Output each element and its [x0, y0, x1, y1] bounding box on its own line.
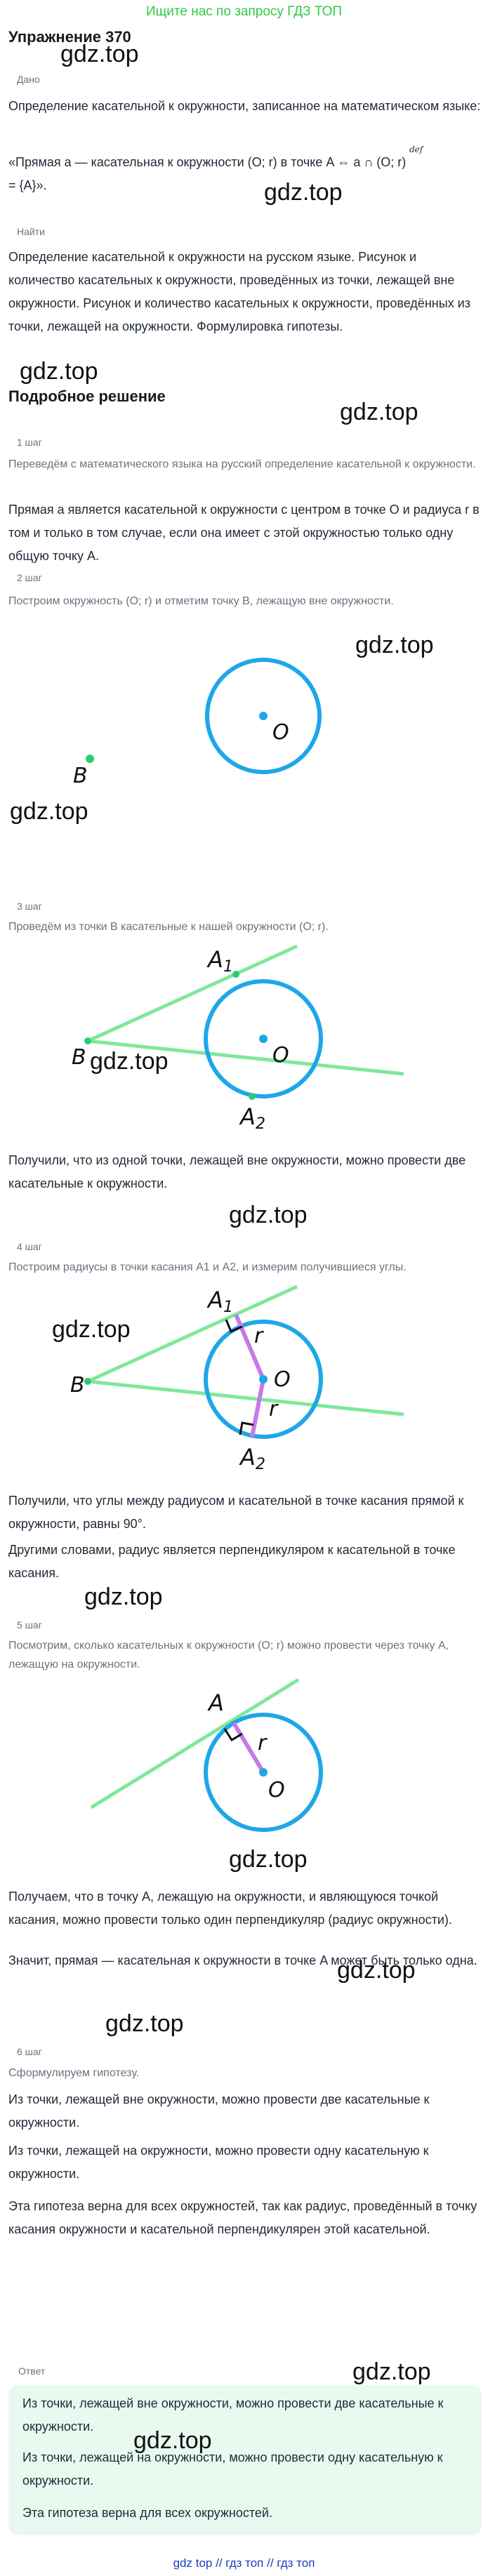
- given-formula: «Прямая a — касательная к окружности (O;…: [8, 155, 407, 192]
- step1-text: Прямая a является касательной к окружнос…: [8, 503, 480, 563]
- a1-sub: 1: [223, 1299, 233, 1316]
- tangent-point-a1: [232, 971, 239, 978]
- point-b-label: B: [73, 764, 88, 788]
- tangent-line-2: [87, 1039, 404, 1076]
- search-hint-link[interactable]: Ищите нас по запросу ГДЗ ТОП: [145, 4, 343, 19]
- watermark: gdz.top: [10, 798, 88, 825]
- watermark: gdz.top: [229, 1846, 308, 1873]
- step6-text3: Эта гипотеза верна для всех окружностей,…: [8, 2199, 477, 2236]
- given-text: Определение касательной к окружности, за…: [8, 99, 481, 113]
- circle: [204, 1713, 323, 1832]
- watermark: gdz.top: [133, 2427, 212, 2454]
- exercise-title: Упражнение 370: [8, 28, 131, 46]
- step5-hint: Посмотрим, сколько касательных к окружно…: [8, 1640, 449, 1671]
- a1-label: A: [206, 1287, 223, 1313]
- watermark: gdz.top: [60, 41, 139, 67]
- step4-hint: Построим радиусы в точки касания A1 и A2…: [8, 1261, 407, 1273]
- a2-sub: 2: [256, 1115, 265, 1133]
- step6-text2: Из точки, лежащей на окружности, можно п…: [8, 2144, 429, 2181]
- tangent-line-1: [86, 1284, 298, 1383]
- given-label: Дано: [17, 74, 40, 85]
- tangent-point-a2: [249, 1093, 256, 1100]
- center-label: O: [272, 1043, 289, 1068]
- step6-hint: Сформулируем гипотезу.: [8, 2067, 140, 2079]
- circle: [204, 1320, 323, 1439]
- step6-text1: Из точки, лежащей вне окружности, можно …: [8, 2092, 430, 2130]
- figure-one-tangent: O r A: [90, 1678, 323, 1832]
- def-mark: def: [409, 145, 423, 154]
- right-angle-mark: [223, 1728, 243, 1742]
- a2-label: A: [239, 1103, 256, 1130]
- solution-title: Подробное решение: [8, 387, 166, 405]
- a2-label: A: [239, 1444, 256, 1470]
- point-b-dot: [86, 755, 94, 763]
- radius-2: [250, 1379, 265, 1438]
- figure-two-tangents: O B A 1 A 2: [72, 944, 404, 1133]
- step4-label: 4 шаг: [17, 1241, 42, 1252]
- radius-label-1: r: [254, 1324, 264, 1348]
- watermark: gdz.top: [105, 2010, 184, 2037]
- step1-label: 1 шаг: [17, 437, 42, 448]
- point-b-dot: [84, 1037, 91, 1044]
- step5-text1: Получаем, что в точку A, лежащую на окру…: [8, 1890, 452, 1927]
- find-text: Определение касательной к окружности на …: [8, 250, 470, 333]
- answer-text3: Эта гипотеза верна для всех окружностей.: [22, 2506, 272, 2520]
- watermark: gdz.top: [90, 1048, 169, 1075]
- right-angle-mark-1: [225, 1319, 243, 1333]
- step2-hint: Построим окружность (O; r) и отметим точ…: [8, 595, 394, 607]
- answer-label: Ответ: [18, 2365, 46, 2377]
- a-label: A: [207, 1689, 224, 1716]
- a2-sub: 2: [256, 1456, 265, 1473]
- tangent-line-1: [86, 944, 298, 1043]
- step3-text: Получили, что из одной точки, лежащей вн…: [8, 1153, 466, 1190]
- point-b-label: B: [72, 1045, 86, 1070]
- figure-circle-and-point: O B: [73, 658, 322, 788]
- radius-1: [234, 1313, 265, 1381]
- footer-links[interactable]: gdz top // гдз топ // гдз топ: [173, 2556, 315, 2570]
- watermark: gdz.top: [20, 358, 98, 385]
- step2-label: 2 шаг: [17, 572, 42, 583]
- step5-label: 5 шаг: [17, 1619, 42, 1631]
- find-label: Найти: [17, 226, 45, 237]
- step6-label: 6 шаг: [17, 2046, 42, 2057]
- center-dot: [259, 1375, 268, 1383]
- tangent-line: [90, 1678, 300, 1810]
- watermark: gdz.top: [340, 399, 418, 425]
- watermark: gdz.top: [52, 1316, 131, 1343]
- answer-text2: Из точки, лежащей на окружности, можно п…: [22, 2450, 443, 2488]
- center-label: O: [272, 720, 289, 745]
- step3-label: 3 шаг: [17, 901, 42, 912]
- circle: [204, 979, 323, 1098]
- watermark: gdz.top: [337, 1957, 416, 1984]
- center-dot: [259, 1768, 268, 1777]
- watermark: gdz.top: [264, 179, 343, 206]
- watermark: gdz.top: [229, 1202, 308, 1228]
- point-b-dot: [84, 1378, 91, 1385]
- circle: [205, 658, 322, 774]
- center-dot: [259, 1035, 268, 1043]
- step4-text1: Получили, что углы между радиусом и каса…: [8, 1494, 464, 1531]
- watermark: gdz.top: [352, 2358, 431, 2385]
- a1-label: A: [206, 946, 223, 973]
- watermark: gdz.top: [84, 1584, 163, 1610]
- point-b-label: B: [70, 1373, 85, 1397]
- right-angle-mark-2: [239, 1421, 254, 1435]
- center-dot: [259, 712, 268, 720]
- step5-text2: Значит, прямая — касательная к окружност…: [8, 1953, 477, 1967]
- tangent-line-2: [87, 1379, 404, 1416]
- step1-hint: Переведём с математического языка на рус…: [8, 458, 476, 470]
- answer-text1: Из точки, лежащей вне окружности, можно …: [22, 2396, 444, 2434]
- figure-radii-angles: O r r B A 1 A 2: [70, 1284, 404, 1473]
- center-label: O: [268, 1778, 285, 1802]
- step3-hint: Проведём из точки B касательные к нашей …: [8, 921, 329, 933]
- answer-box: [8, 2385, 482, 2535]
- a1-sub: 1: [223, 958, 233, 976]
- radius-label-2: r: [269, 1397, 279, 1421]
- radius: [232, 1722, 265, 1774]
- step4-text2: Другими словами, радиус является перпенд…: [8, 1543, 456, 1580]
- watermark: gdz.top: [355, 632, 434, 658]
- center-label: O: [274, 1367, 291, 1392]
- radius-label: r: [258, 1731, 268, 1755]
